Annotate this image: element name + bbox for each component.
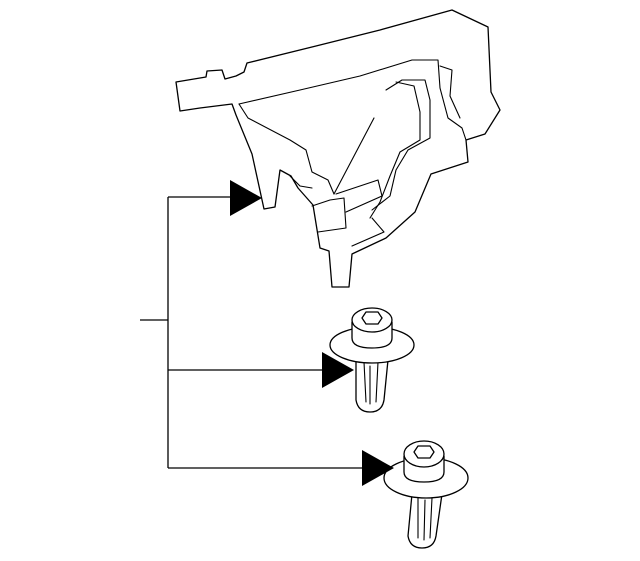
arrow-clip-lower-icon [362,450,394,486]
hex-socket-icon [361,311,383,325]
housing-inner-rim [238,59,467,141]
callout-arrows [230,180,394,486]
housing-bracket-outline [175,9,501,288]
push-pin-clip-lower [383,440,469,549]
housing-inner-rim-lower [238,103,335,195]
push-pin-clip-upper [329,307,415,413]
hex-socket-icon [413,445,435,459]
housing-lower-tab [335,179,383,213]
housing-stepped-rib-inner [369,81,421,219]
housing-front-edge [289,175,313,189]
arrow-clip-upper-icon [322,352,354,388]
housing-right-flange [439,65,461,119]
clip-leg-split [363,361,379,405]
clip-legs [355,357,389,413]
housing-lower-block [311,197,347,233]
clip-leg-split [417,497,433,541]
callout-leaders [140,196,364,469]
arrow-housing-icon [230,180,262,216]
housing-stepped-rib [371,79,431,211]
housing-foot-rib [351,217,385,247]
housing-diagonal-rib [333,117,375,195]
housing-bracket [175,9,501,288]
